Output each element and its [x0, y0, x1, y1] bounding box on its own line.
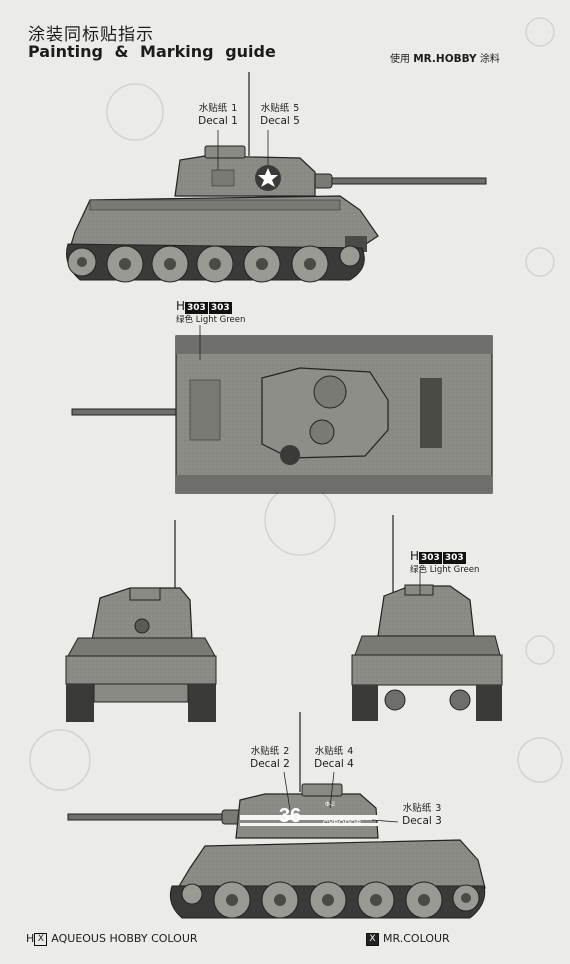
decal-1-num: 1: [231, 103, 238, 114]
front-gun-muzzle: [134, 618, 150, 634]
top-color-en: Light Green: [195, 315, 246, 325]
rear-exhaust-right: [449, 689, 471, 711]
decal-5-num: 5: [293, 103, 300, 114]
front-track-right: [188, 684, 216, 722]
decal-2-en: Decal 2: [250, 758, 290, 770]
turret-number-36: 36: [279, 805, 301, 827]
title-chinese: 涂装同标贴指示: [28, 25, 154, 45]
decal-4-num: 4: [347, 746, 354, 757]
fender: [89, 199, 341, 211]
tank-side-view-right: [67, 712, 486, 919]
rear-exhaust-left: [384, 689, 406, 711]
paint-brand: MR.HOBBY: [413, 53, 477, 65]
front-cupola: [129, 587, 161, 601]
rear-color-cn: 绿色: [410, 565, 428, 575]
front-hull: [65, 655, 217, 685]
turret-slogan-suvorov: СУВОРОВ: [323, 819, 362, 828]
top-star-roundel: [280, 445, 300, 465]
legend-mr-mark: X: [366, 932, 379, 946]
title-english: Painting & Marking guide: [28, 42, 276, 61]
background-wheel-shapes: [29, 17, 563, 791]
top-code-2: 303: [208, 302, 232, 314]
rear-track-right: [476, 685, 502, 721]
legend-mr-colour: X MR.COLOUR: [366, 932, 450, 946]
commander-cupola: [204, 145, 246, 159]
rear-deck: [354, 635, 501, 656]
decal-2-cn: 水贴纸: [250, 746, 280, 757]
decal2-leader: [283, 771, 291, 811]
top-cupola: [313, 375, 347, 409]
rear-cupola: [404, 584, 434, 596]
engine-grille: [420, 378, 442, 448]
top-h-letter: H: [176, 299, 186, 313]
front-lower-plate: [93, 683, 189, 703]
decal-1-en: Decal 1: [198, 115, 238, 127]
top-color-cn: 绿色: [176, 315, 194, 325]
decal-2-num: 2: [283, 746, 290, 757]
legend-mr-label: MR.COLOUR: [383, 932, 450, 945]
bottom-hull: [176, 839, 486, 889]
rear-h-letter: H: [410, 549, 420, 563]
legend-aqueous-h: H: [26, 932, 35, 945]
decal-1-cn: 水贴纸: [198, 103, 228, 114]
top-hatch: [309, 419, 335, 445]
tank-side-view-left: [66, 72, 487, 283]
top-track-lower: [176, 475, 492, 493]
top-turret: [261, 367, 389, 459]
paint-brand-note: 使用 MR.HOBBY 涂料: [390, 50, 500, 65]
bottom-wheel-hubs: [226, 893, 471, 906]
tank-front-view: [65, 520, 217, 722]
decal-3-num: 3: [435, 803, 442, 814]
white-star: [258, 168, 278, 187]
decal-4-en: Decal 4: [314, 758, 354, 770]
top-track-upper: [176, 336, 492, 354]
front-track-left: [66, 684, 94, 722]
turret-marking-decal: [211, 169, 235, 187]
wheel-hubs: [77, 257, 316, 270]
turret-small-marking: Ф-2: [325, 802, 336, 808]
front-hull-detail: [189, 379, 221, 441]
decal3-leader: [371, 819, 399, 823]
rear-track-left: [352, 685, 378, 721]
decal4-leader: [329, 771, 335, 809]
bottom-cupola: [301, 783, 343, 797]
paint-prefix: 使用: [390, 54, 410, 65]
rear-hull: [351, 654, 503, 686]
rear-color-en: Light Green: [429, 565, 480, 575]
paint-suffix: 涂料: [479, 54, 500, 65]
white-stripe-upper: [240, 815, 378, 820]
decal-5-cn: 水贴纸: [260, 103, 290, 114]
turret: [174, 155, 316, 197]
decal-4-cn: 水贴纸: [314, 746, 344, 757]
legend-aqueous-label: AQUEOUS HOBBY COLOUR: [51, 932, 198, 945]
legend-aqueous-mark: X: [34, 932, 48, 946]
bottom-gun-barrel: [67, 813, 239, 821]
tank-top-view: [71, 325, 493, 494]
decal-3-en: Decal 3: [402, 815, 442, 827]
front-glacis: [67, 637, 216, 657]
decal-3-cn: 水贴纸: [402, 803, 432, 814]
top-code-1: 303: [185, 302, 208, 314]
white-stripe-lower: [240, 823, 378, 826]
rear-code-2: 303: [442, 552, 466, 564]
tank-rear-view: [351, 515, 503, 721]
rear-code-1: 303: [419, 552, 442, 564]
decal-5-en: Decal 5: [260, 115, 300, 127]
